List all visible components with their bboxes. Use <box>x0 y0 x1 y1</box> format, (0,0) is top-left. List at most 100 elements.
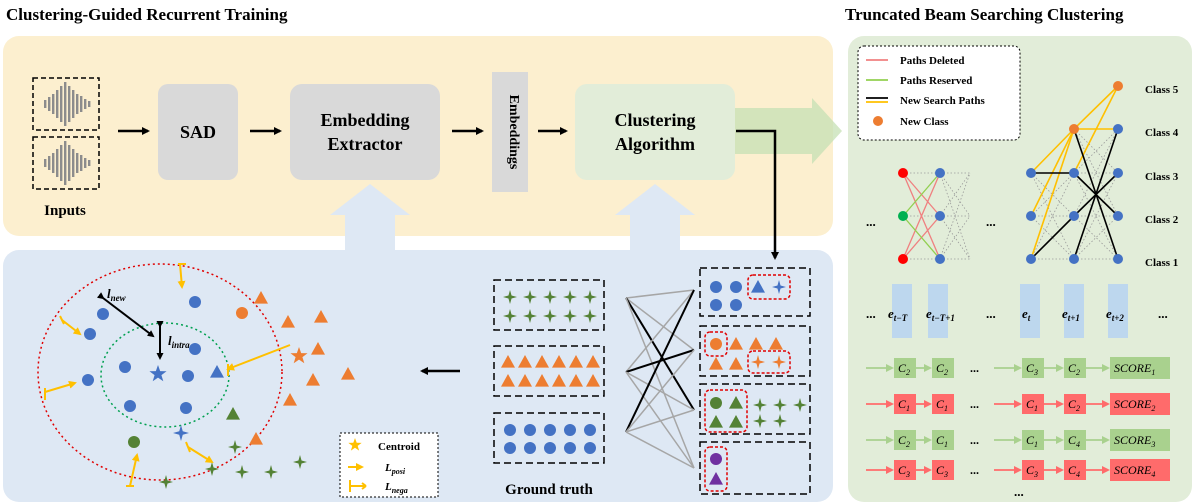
gt-orange-triangle <box>569 374 583 387</box>
centroid-legend-label: Centroid <box>378 441 420 453</box>
waveform-bar <box>80 96 83 112</box>
row-ellipsis: ... <box>970 463 979 477</box>
score-cell <box>1110 459 1170 481</box>
result-dot <box>710 281 722 293</box>
reserved-legend-label: Paths Reserved <box>900 75 972 87</box>
class-cell <box>932 358 954 378</box>
class-cell-sub: 4 <box>1076 470 1080 479</box>
gt-orange-triangle <box>501 355 515 368</box>
embed-label-5: et+2 <box>1106 306 1124 323</box>
speaker-embedding-dot <box>189 343 201 355</box>
waveform-bar <box>48 156 51 170</box>
loss-force-arrows <box>44 263 291 487</box>
waveform-bar <box>56 90 59 118</box>
gold-path <box>1030 128 1075 260</box>
new-class-legend-label: New Class <box>900 116 949 128</box>
class-node <box>898 254 908 264</box>
class-cell-label: C4 <box>1068 463 1080 479</box>
l-new-label: lnew <box>107 286 127 303</box>
class-cell-letter: C <box>936 361 945 375</box>
graph-ellipsis-1: ... <box>866 214 876 229</box>
class-cell <box>1064 460 1086 480</box>
class-cell-sub: 2 <box>906 368 910 377</box>
score-text: SCORE <box>1114 361 1152 375</box>
class-5-label: Class 5 <box>1145 84 1179 96</box>
class-cell-letter: C <box>898 463 907 477</box>
class-cell-letter: C <box>1068 361 1077 375</box>
class-cell-sub: 1 <box>1034 440 1038 449</box>
posi-legend-label: Lposi <box>384 462 406 476</box>
result-triangle <box>729 337 743 350</box>
gt-orange-triangle <box>552 374 566 387</box>
nega-legend-label: Lnega <box>384 481 408 495</box>
reserved-path <box>902 215 941 260</box>
embed-ellipsis-3: ... <box>1158 306 1168 321</box>
class-cell-letter: C <box>1026 397 1035 411</box>
class-node <box>1026 254 1036 264</box>
class-node <box>935 254 945 264</box>
gt-blue-dot <box>544 424 556 436</box>
clustering-box <box>575 84 735 180</box>
l-intra-label: lintra <box>168 333 190 350</box>
extractor-label-1: Embedding <box>320 110 409 130</box>
class-3-label: Class 3 <box>1145 171 1179 183</box>
embeddings-box <box>492 72 528 192</box>
class-node <box>898 211 908 221</box>
gt-blue-dot <box>524 442 536 454</box>
ground-truth-label: Ground truth <box>505 482 593 498</box>
waveform-bar <box>76 94 79 114</box>
loss-force-arrow <box>44 380 77 393</box>
class-node <box>935 211 945 221</box>
matching-line <box>625 371 695 469</box>
score-label: SCORE4 <box>1114 463 1155 479</box>
class-cell-letter: C <box>936 433 945 447</box>
beam-graph <box>898 81 1123 264</box>
result-dot <box>730 299 742 311</box>
gt-blue-dot <box>504 442 516 454</box>
class-cell <box>1064 358 1086 378</box>
class-cell-label: C2 <box>936 361 948 377</box>
waveform-bar <box>56 149 59 177</box>
orange-triangle <box>249 432 263 445</box>
deleted-legend-label: Paths Deleted <box>900 55 964 67</box>
speaker-embedding-dot <box>82 374 94 386</box>
green-triangle <box>226 407 240 420</box>
class-cell-label: C3 <box>1026 463 1038 479</box>
nega-legend-icon <box>349 480 367 492</box>
waveform-bar <box>64 141 67 185</box>
row-ellipsis: ... <box>970 433 979 447</box>
class-cell <box>894 430 916 450</box>
waveform-bar <box>44 100 47 108</box>
result-triangle <box>729 357 743 370</box>
score-sub: 1 <box>1151 368 1155 377</box>
score-text: SCORE <box>1114 397 1152 411</box>
class-cell <box>1022 394 1044 414</box>
class-cell-label: C3 <box>1026 361 1038 377</box>
cluster-result-boxes <box>699 267 811 495</box>
gt-blue-dot <box>504 424 516 436</box>
class-cell <box>894 394 916 414</box>
class-cell-label: C1 <box>936 397 948 413</box>
class-cell <box>894 460 916 480</box>
extractor-box <box>290 84 440 180</box>
class-cell-label: C1 <box>1026 397 1038 413</box>
matching-line <box>625 409 695 433</box>
waveform-bar <box>52 153 55 173</box>
score-text: SCORE <box>1114 463 1152 477</box>
pipeline-arrows <box>118 127 779 375</box>
waveform-bar <box>44 159 47 167</box>
class-cell-letter: C <box>1068 433 1077 447</box>
gold-path <box>1073 85 1119 130</box>
sad-box <box>158 84 238 180</box>
result-triangle <box>709 472 723 485</box>
green-dot <box>128 436 140 448</box>
graph-ellipsis-2: ... <box>986 214 996 229</box>
embed-label-4: et+1 <box>1062 306 1080 323</box>
matching-lines <box>625 289 695 469</box>
new-class-node <box>1113 81 1123 91</box>
matching-line <box>625 349 695 433</box>
class-node <box>1113 211 1123 221</box>
